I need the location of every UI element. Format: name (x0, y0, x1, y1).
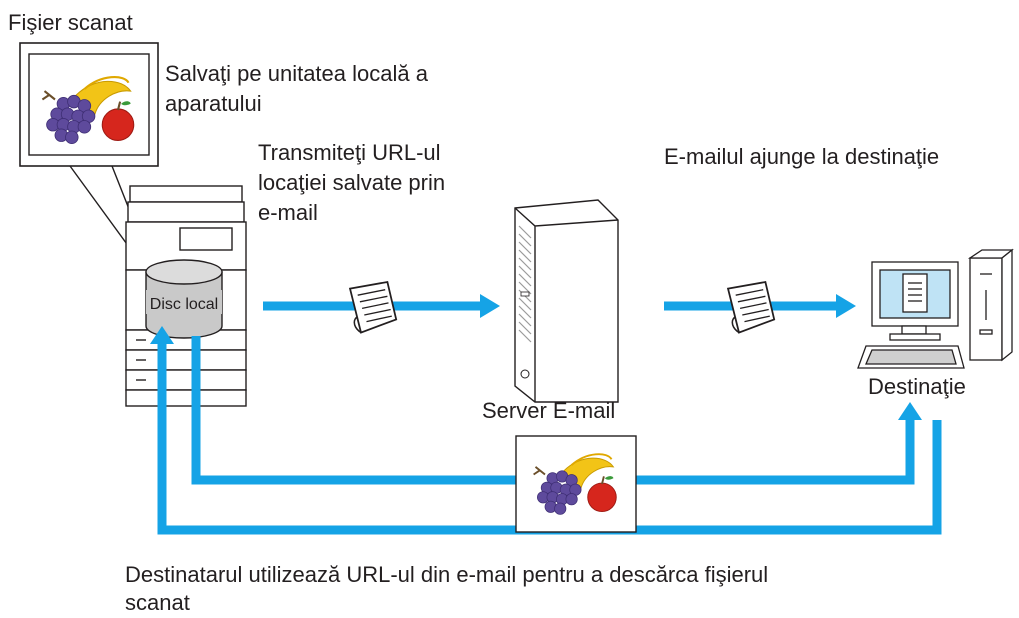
local-disk-label: Disc local (150, 296, 218, 313)
arrow-heads (150, 294, 922, 420)
email-arrives-label: E-mailul ajunge la destinaţie (664, 144, 940, 169)
transmit-label-line3: e-mail (258, 200, 318, 225)
transmit-label-line2: locaţiei salvate prin (258, 170, 446, 195)
email-document-icon (349, 281, 398, 334)
email-server-tower-icon (514, 199, 619, 403)
save-local-label-line2: aparatului (165, 91, 262, 116)
destination-label: Destinaţie (868, 374, 966, 399)
scanned-file-label: Fişier scanat (8, 10, 133, 35)
save-local-label-line1: Salvaţi pe unitatea locală a (165, 61, 428, 86)
transmit-label-line1: Transmiteţi URL-ul (258, 140, 441, 165)
desktop-computer-icon (857, 248, 1014, 369)
email-document-icon (727, 281, 776, 334)
download-label-line1: Destinatarul utilizează URL-ul din e-mai… (125, 562, 769, 587)
scanned-picture-icon (19, 42, 159, 167)
scanned-file-picture-icon (515, 435, 637, 533)
